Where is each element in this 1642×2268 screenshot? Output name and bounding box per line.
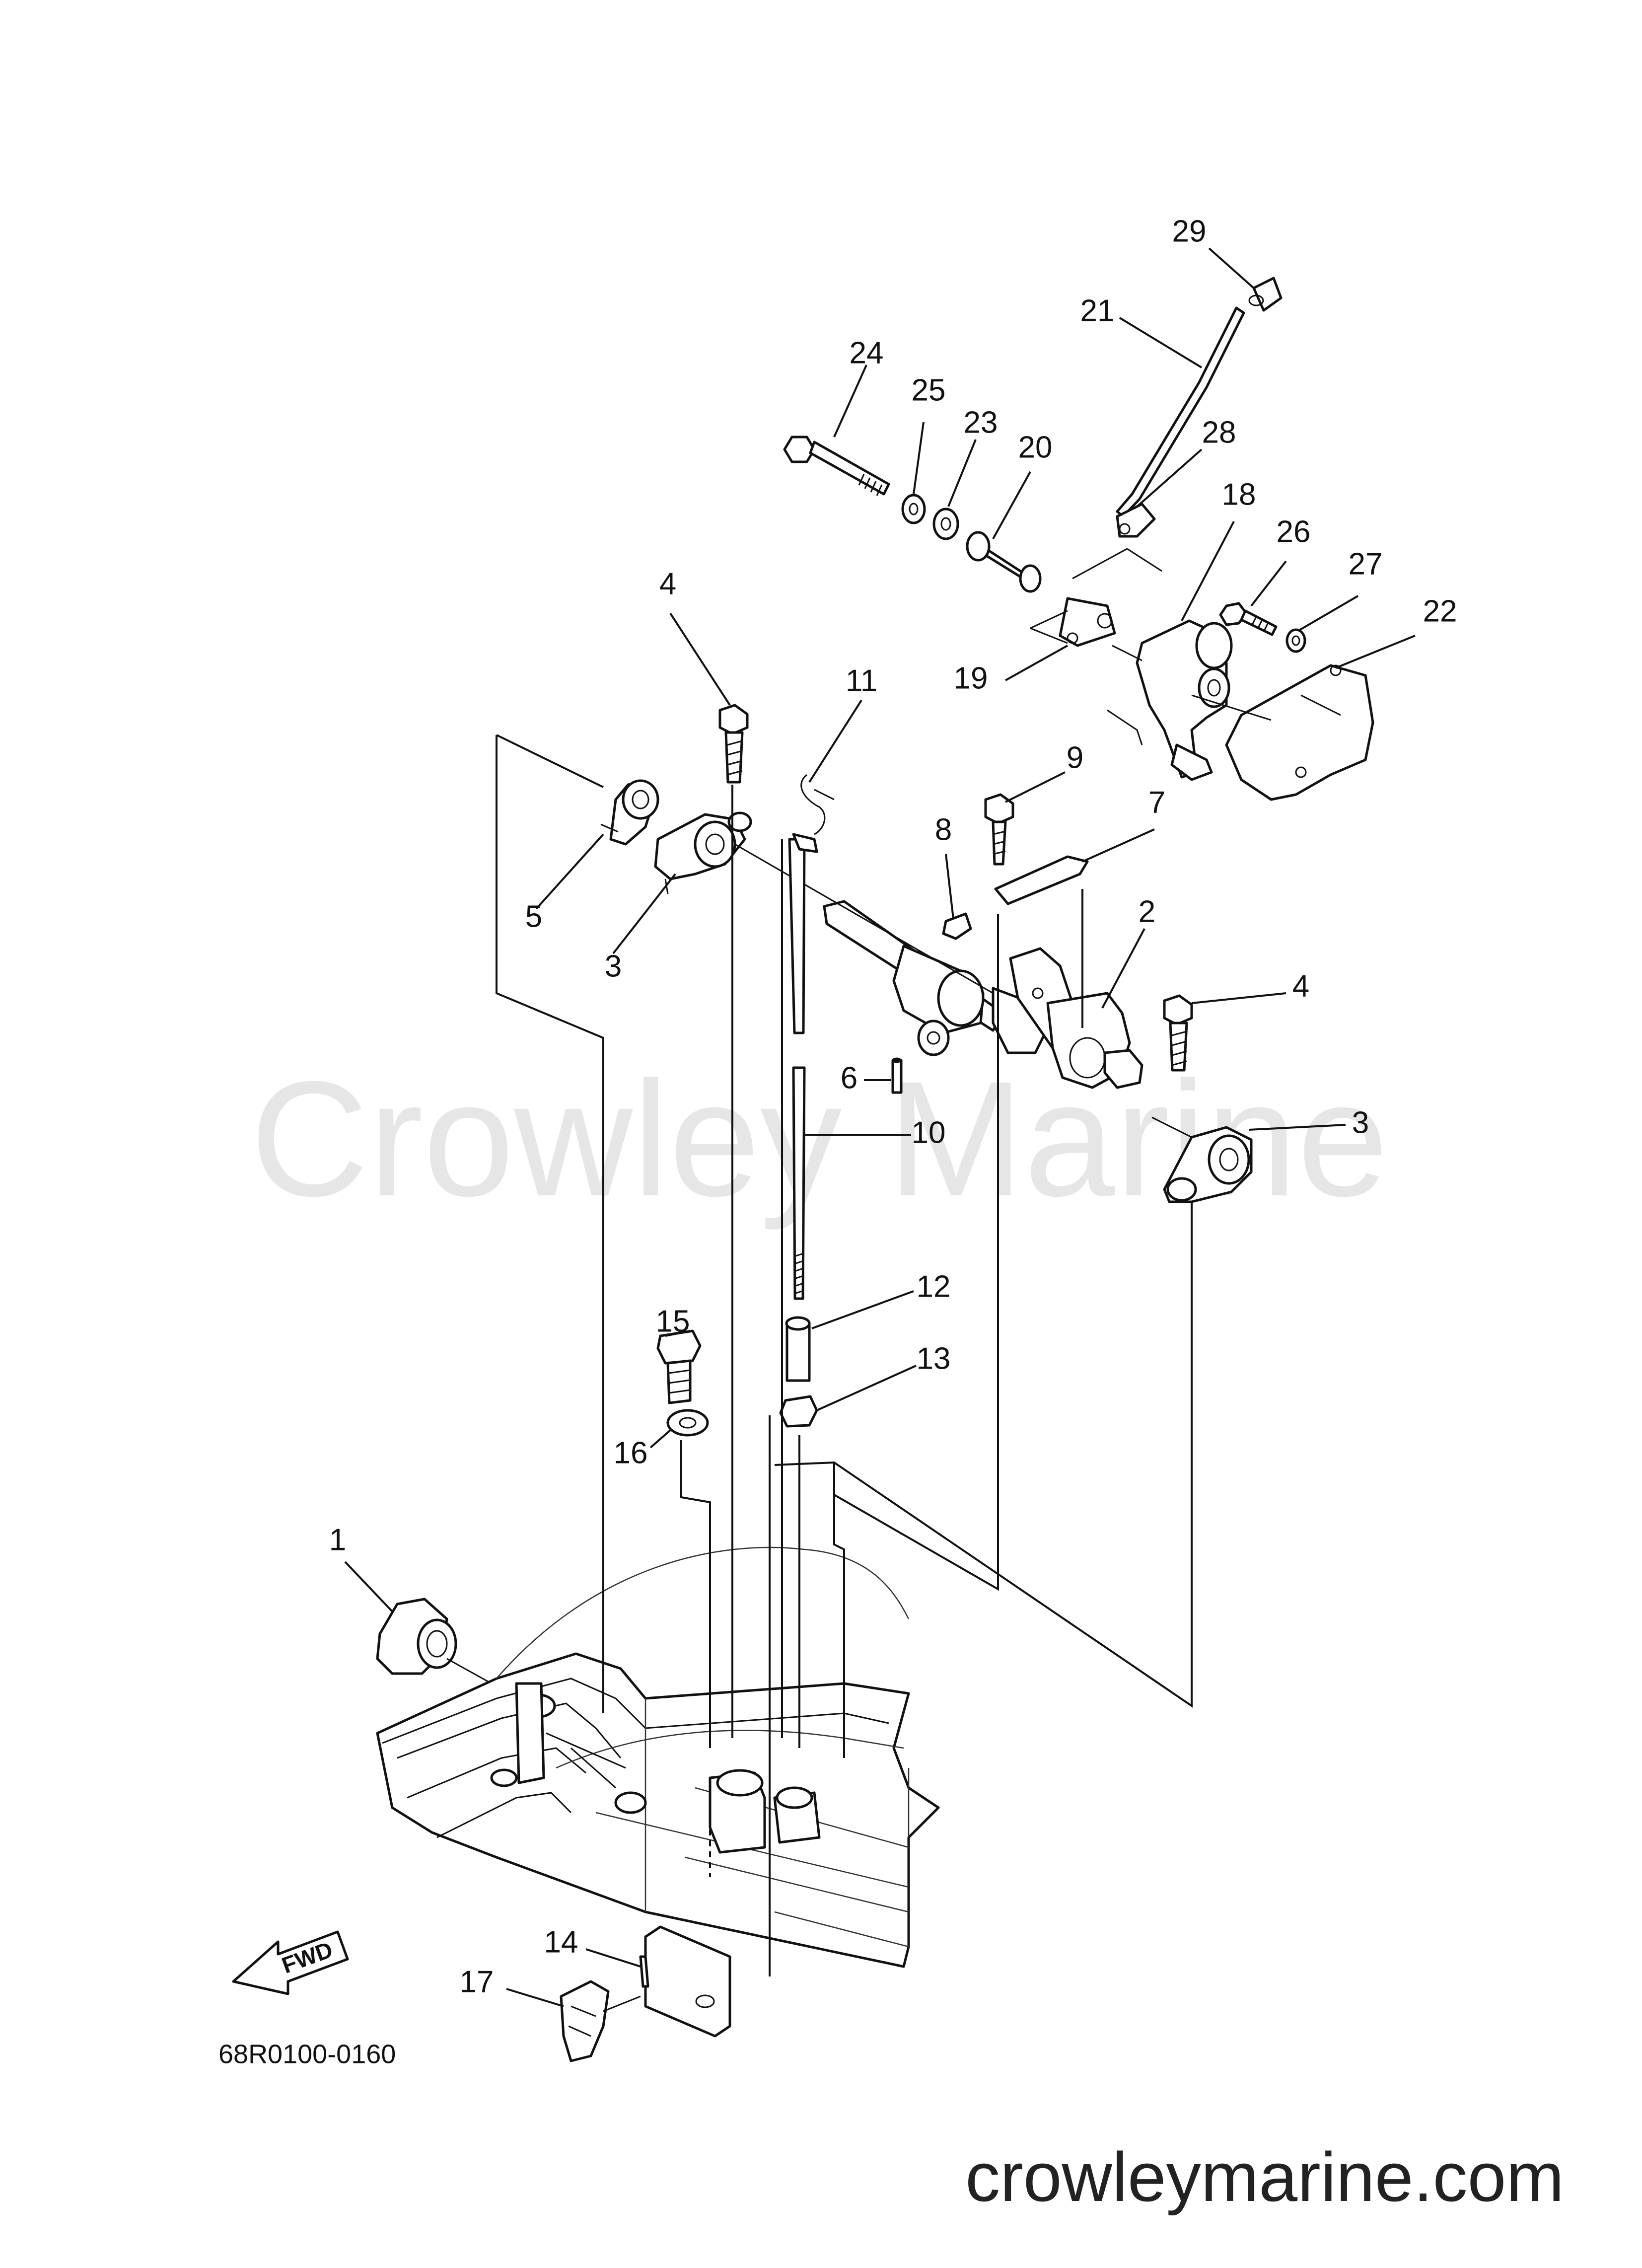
part-bolt-26 (1219, 602, 1278, 636)
callout-12: 12 (917, 1269, 951, 1304)
leader-lines (344, 247, 1416, 2007)
callout-16: 16 (614, 1436, 648, 1470)
part-clamp-5 (600, 779, 659, 846)
callout-2: 2 (1139, 894, 1155, 929)
part-bracket-18 (1107, 619, 1233, 781)
part-bolt-9 (984, 793, 1014, 866)
part-collar-12 (785, 1316, 811, 1382)
callout-22: 22 (1423, 594, 1457, 628)
fwd-arrow-icon: FWD (232, 1930, 349, 1995)
part-clip-11 (800, 774, 835, 835)
part-collar-20 (966, 531, 1042, 593)
callout-6: 6 (841, 1061, 857, 1095)
part-washer-23 (932, 508, 959, 540)
site-url[interactable]: crowleymarine.com (965, 2138, 1564, 2216)
callout-3-left: 3 (605, 949, 622, 983)
part-clip-28 (1072, 503, 1162, 580)
part-nut-13 (779, 1395, 818, 1428)
part-plate-8 (942, 912, 972, 940)
part-washer-16 (666, 1409, 709, 1437)
callout-23: 23 (964, 405, 998, 439)
part-bolt-4-right (1163, 994, 1193, 1072)
part-joint-29 (1248, 277, 1283, 312)
part-holder-3-right (1151, 1116, 1253, 1203)
callout-7: 7 (1148, 785, 1165, 819)
callout-11: 11 (846, 663, 877, 698)
callout-9: 9 (1067, 740, 1083, 775)
callout-27: 27 (1349, 547, 1383, 581)
part-washer-27 (1285, 628, 1306, 653)
doc-id: 68R0100-0160 (218, 2039, 396, 2069)
part-bolt-4-left (718, 704, 749, 784)
part-shaft-main (734, 843, 1049, 1056)
callout-14: 14 (544, 1925, 578, 1959)
part-washer-25 (901, 494, 926, 524)
callout-24: 24 (850, 336, 884, 370)
callout-13: 13 (917, 1341, 951, 1376)
callout-25: 25 (912, 373, 946, 407)
callout-4-right: 4 (1292, 969, 1309, 1003)
part-bolt-15 (656, 1329, 702, 1404)
part-lever-2 (1009, 947, 1143, 1089)
callout-20: 20 (1018, 430, 1053, 464)
part-clip-17 (560, 1980, 641, 2062)
part-grommet-1 (376, 1598, 492, 1684)
callout-29: 29 (1172, 214, 1207, 248)
part-rod-10 (788, 833, 818, 1300)
part-pin-6 (891, 1057, 903, 1094)
callout-26: 26 (1277, 514, 1311, 549)
callout-8: 8 (935, 812, 952, 847)
reference-lines (496, 734, 1193, 1976)
callout-15: 15 (656, 1304, 690, 1338)
part-bolt-24 (783, 436, 890, 496)
part-cowling-base (376, 1546, 940, 1968)
callout-5: 5 (525, 899, 542, 934)
callout-labels: 29 21 24 25 23 20 28 18 26 27 22 19 4 11… (329, 214, 1457, 1999)
part-link-19 (1030, 597, 1116, 647)
callout-1: 1 (329, 1523, 346, 1557)
callout-18: 18 (1222, 477, 1256, 512)
part-holder-3-left (654, 811, 752, 894)
callout-28: 28 (1202, 415, 1236, 449)
callout-17: 17 (460, 1965, 494, 1999)
callout-4-upper: 4 (659, 567, 676, 601)
callout-3-right: 3 (1352, 1105, 1369, 1140)
part-plate-22 (1191, 664, 1374, 801)
part-bracket-14 (639, 1925, 731, 2038)
part-plate-7 (994, 855, 1089, 905)
callout-10: 10 (912, 1115, 946, 1150)
callout-19: 19 (954, 661, 988, 695)
callout-21: 21 (1080, 293, 1115, 328)
part-drawings: FWD (232, 247, 1416, 2062)
